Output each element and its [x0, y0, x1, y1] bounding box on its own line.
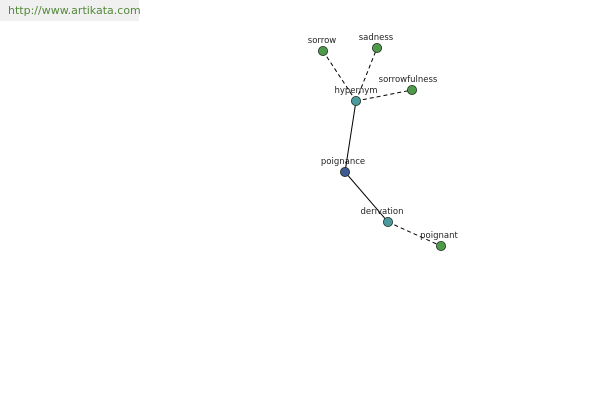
site-url-link[interactable]: http://www.artikata.com	[0, 0, 141, 21]
node-derivation-label: derivation	[360, 207, 403, 217]
node-sadness-label: sadness	[359, 33, 394, 43]
node-hypernym-dot[interactable]	[350, 96, 361, 107]
edges-layer	[322, 47, 442, 247]
node-poignance-dot[interactable]	[339, 166, 350, 177]
edge-poignance-hypernym	[344, 100, 357, 173]
node-sadness-dot[interactable]	[371, 43, 382, 54]
node-derivation-dot[interactable]	[382, 216, 393, 227]
node-hypernym-label: hypernym	[334, 86, 377, 96]
node-sorrow-label: sorrow	[308, 36, 336, 46]
node-derivation[interactable]: derivation	[360, 207, 404, 227]
node-sorrowfulness[interactable]: sorrowfulness	[379, 75, 438, 96]
node-sorrow-dot[interactable]	[317, 46, 328, 57]
node-poignance-label: poignance	[321, 157, 365, 167]
node-sorrow[interactable]: sorrow	[308, 36, 336, 57]
node-poignance[interactable]: poignance	[321, 157, 365, 177]
edge-hypernym-sorrow	[322, 50, 357, 102]
edge-derivation-poignant	[387, 221, 442, 247]
node-poignant[interactable]: poignant	[420, 231, 459, 251]
edge-hypernym-sorrowfulness	[355, 89, 413, 102]
node-sorrowfulness-dot[interactable]	[406, 85, 417, 96]
node-hypernym[interactable]: hypernym	[334, 86, 378, 107]
node-sorrowfulness-label: sorrowfulness	[379, 75, 438, 85]
node-poignant-dot[interactable]	[435, 240, 446, 251]
node-poignant-label: poignant	[420, 231, 458, 241]
edge-hypernym-sadness	[355, 47, 378, 102]
node-sadness[interactable]: sadness	[359, 33, 394, 54]
edge-poignance-derivation	[344, 171, 389, 223]
